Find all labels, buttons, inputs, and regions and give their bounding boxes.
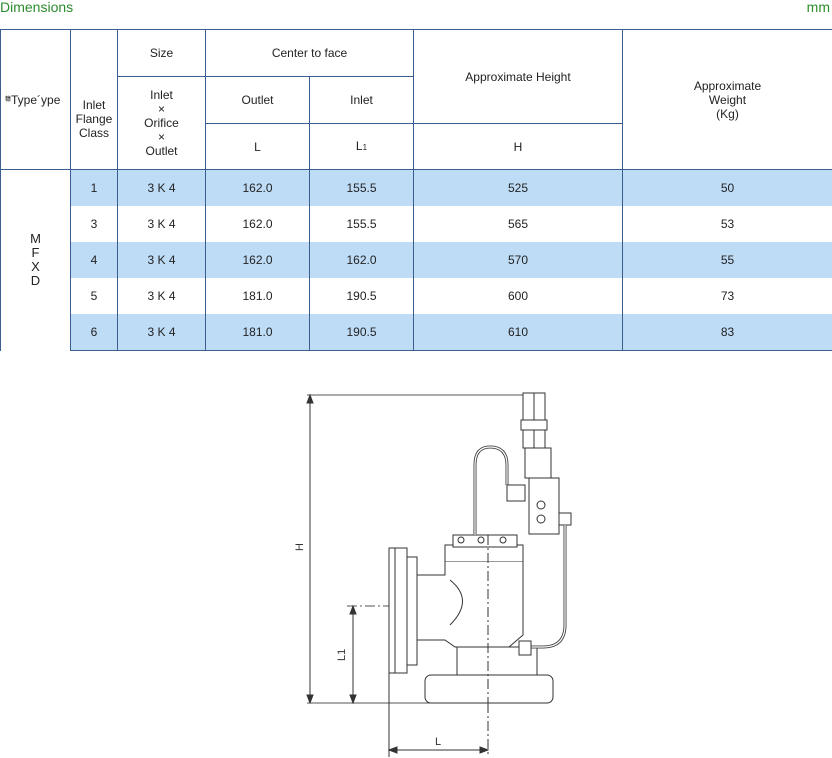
cell-H: 525 [413, 169, 623, 206]
cell-size: 3 K 4 [117, 278, 206, 314]
table-row: 4 3 K 4 162.0 162.0 570 55 [1, 242, 832, 278]
size-header: Size [117, 29, 206, 77]
cell-L1: 190.5 [309, 314, 414, 351]
label-L1: L1 [336, 649, 348, 661]
cell-L: 162.0 [205, 242, 310, 278]
cell-L1: 190.5 [309, 278, 414, 314]
cell-L: 162.0 [205, 169, 310, 206]
symbol-H: H [413, 123, 623, 170]
table-row: 3 3 K 4 162.0 155.5 565 53 [1, 206, 832, 242]
cell-class: 5 [70, 278, 118, 314]
label-H: H [294, 543, 306, 551]
label-L: L [435, 736, 441, 748]
cell-weight: 83 [622, 314, 832, 351]
inlet-header: Inlet [309, 76, 414, 124]
section-title: Dimensions [0, 0, 74, 15]
cell-size: 3 K 4 [117, 242, 206, 278]
cell-L: 181.0 [205, 278, 310, 314]
cell-weight: 53 [622, 206, 832, 242]
cell-L1: 162.0 [309, 242, 414, 278]
cell-size: 3 K 4 [117, 206, 206, 242]
symbol-L: L [205, 123, 310, 170]
cell-class: 1 [70, 169, 118, 206]
size-subheader: Inlet×Orifice×Outlet [117, 76, 206, 170]
cell-H: 565 [413, 206, 623, 242]
cell-weight: 55 [622, 242, 832, 278]
cell-L: 181.0 [205, 314, 310, 351]
valve-dimension-drawing: H L1 L [294, 392, 572, 757]
cell-weight: 50 [622, 169, 832, 206]
table-row: 5 3 K 4 181.0 190.5 600 73 [1, 278, 832, 314]
center-to-face-header: Center to face [205, 29, 414, 77]
cell-L: 162.0 [205, 206, 310, 242]
cell-H: 610 [413, 314, 623, 351]
outlet-header: Outlet [205, 76, 310, 124]
cell-class: 4 [70, 242, 118, 278]
cell-L1: 155.5 [309, 169, 414, 206]
cell-class: 6 [70, 314, 118, 351]
symbol-L1: L1 [309, 123, 414, 170]
cell-weight: 73 [622, 278, 832, 314]
cell-H: 570 [413, 242, 623, 278]
cell-H: 600 [413, 278, 623, 314]
cell-class: 3 [70, 206, 118, 242]
cell-size: 3 K 4 [117, 169, 206, 206]
cell-L1: 155.5 [309, 206, 414, 242]
table-row: 6 3 K 4 181.0 190.5 610 83 [1, 314, 832, 351]
type-header: 糠Type´ype [0, 29, 71, 170]
approx-height-header: Approximate Height [413, 29, 623, 124]
cell-size: 3 K 4 [117, 314, 206, 351]
unit-label: mm [806, 0, 830, 15]
